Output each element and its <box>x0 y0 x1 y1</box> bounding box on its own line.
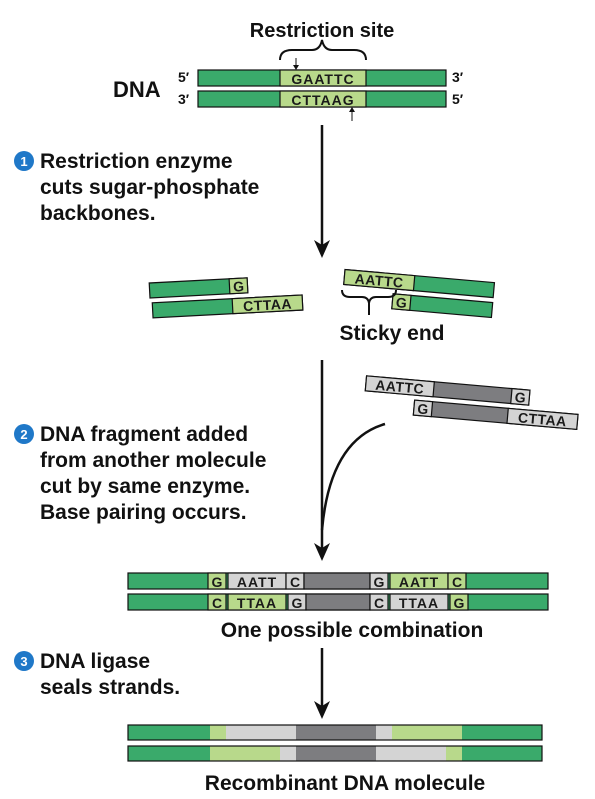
restriction-site-brace <box>279 39 367 61</box>
combo-bot-ttaa2-box <box>389 593 449 611</box>
combo-top-g2-box <box>369 572 389 590</box>
three-prime-top-right: 3′ <box>452 69 464 85</box>
bottom-sequence: CTTAAG <box>291 92 354 108</box>
top-cut-arrowhead <box>293 65 299 70</box>
combo-top-c1: C <box>290 574 300 590</box>
combo-bot-ttaa1: TTAA <box>237 595 277 611</box>
step-1-line-2: cuts sugar-phosphate <box>40 176 259 199</box>
right-fragment-top-seq: AATTC <box>354 270 404 290</box>
step-1-badge <box>14 151 34 171</box>
five-prime-bottom-right: 5′ <box>452 91 464 107</box>
restriction-site-label: Restriction site <box>250 20 394 42</box>
left-fragment-top-seq: G <box>233 278 245 295</box>
step-2-number: 2 <box>20 427 27 442</box>
foreign-top-g: G <box>514 389 526 406</box>
sticky-end-brace <box>341 289 397 304</box>
sticky-end-label: Sticky end <box>339 322 444 345</box>
left-fragment-bottom-seq-box <box>231 294 304 315</box>
right-fragment: AATTC G <box>343 268 496 319</box>
final-caption: Recombinant DNA molecule <box>205 772 485 795</box>
combo-bot-ttaa2: TTAA <box>399 595 439 611</box>
step-2-badge <box>14 424 34 444</box>
foreign-bottom-g: G <box>417 400 429 417</box>
left-fragment-bottom-seq: CTTAA <box>243 296 293 315</box>
step-1-line-3: backbones. <box>40 202 156 225</box>
foreign-top-g-box <box>510 387 531 406</box>
step-3-line-1: DNA ligase <box>40 650 150 673</box>
right-fragment-bottom-g-box <box>391 293 412 311</box>
left-fragment: G CTTAA <box>148 277 304 319</box>
step-3-line-2: seals strands. <box>40 676 180 699</box>
flow-arrowhead-3 <box>314 701 330 719</box>
combo-top-c2-box <box>447 572 467 590</box>
combo-top-g1: G <box>212 574 223 590</box>
combo-bot-g2: G <box>454 595 465 611</box>
step-2-line-1: DNA fragment added <box>40 423 248 446</box>
combo-top-aatt2: AATT <box>399 574 439 590</box>
three-prime-bottom-left: 3′ <box>178 91 190 107</box>
foreign-top-seq: AATTC <box>375 377 425 397</box>
combo-top-c2: C <box>452 574 462 590</box>
foreign-bottom-seq: CTTAA <box>517 409 567 429</box>
restriction-site-bottom <box>279 90 367 108</box>
combo-bot-g2-box <box>449 593 469 611</box>
combo-top-foreign <box>303 572 371 590</box>
step-3-badge <box>14 651 34 671</box>
combo-top-g1-box <box>207 572 227 590</box>
step-2-line-4: Base pairing occurs. <box>40 501 247 524</box>
recombinant-bottom-strand <box>127 745 543 762</box>
foreign-bottom-seq-box <box>506 407 579 431</box>
combo-top-g2: G <box>374 574 385 590</box>
combo-top-aatt1: AATT <box>237 574 277 590</box>
combo-bot-foreign <box>305 593 371 611</box>
foreign-bottom-g-box <box>412 399 434 418</box>
right-fragment-bottom-seq: G <box>395 294 407 311</box>
step-1-number: 1 <box>20 154 27 169</box>
foreign-top-seq-box <box>364 375 435 398</box>
step-3-number: 3 <box>20 654 27 669</box>
flow-arrowhead-1 <box>314 240 330 258</box>
combo-bot-g1: G <box>292 595 303 611</box>
right-fragment-top-seq-box <box>343 268 416 292</box>
merge-curve <box>320 422 386 531</box>
five-prime-top: 5′ <box>178 69 190 85</box>
recombinant-top-strand <box>127 724 543 741</box>
bottom-cut-arrowhead <box>349 107 355 112</box>
top-sequence: GAATTC <box>291 71 354 87</box>
foreign-fragment: AATTC G G CTTAA <box>364 375 579 431</box>
restriction-site-top <box>279 69 367 87</box>
combo-bot-c1: C <box>212 595 222 611</box>
dna-label: DNA <box>113 77 161 102</box>
combo-bot-c2-box <box>369 593 389 611</box>
flow-arrowhead-2 <box>314 543 330 561</box>
combo-bot-ttaa1-box <box>227 593 287 611</box>
step-2-line-2: from another molecule <box>40 449 266 472</box>
combo-caption: One possible combination <box>221 619 484 642</box>
step-2-line-3: cut by same enzyme. <box>40 475 250 498</box>
combo-bot-c1-box <box>207 593 227 611</box>
left-fragment-top-g-box <box>228 277 249 295</box>
combo-bot-c2: C <box>374 595 384 611</box>
step-1-line-1: Restriction enzyme <box>40 150 233 173</box>
